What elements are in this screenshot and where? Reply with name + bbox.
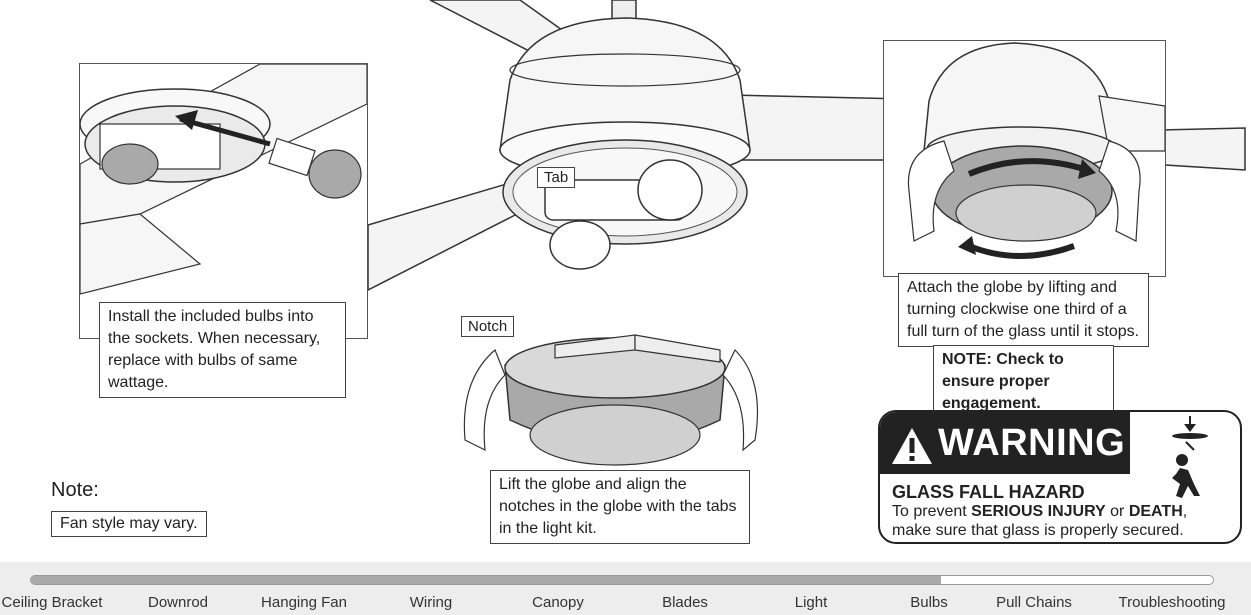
progress-track [30,575,1214,585]
warning-header: WARNING [880,412,1130,474]
progress-nav: Ceiling Bracket Downrod Hanging Fan Wiring C… [0,562,1251,615]
nav-step-hanging-fan[interactable]: Hanging Fan [261,594,347,611]
engagement-note: NOTE: Check to ensure proper engagement. [933,345,1114,419]
nav-step-blades[interactable]: Blades [662,594,708,611]
warning-death: DEATH [1128,503,1183,520]
warning-hazard: GLASS FALL HAZARD [892,482,1085,502]
bulbs-caption: Install the included bulbs into the sock… [99,302,346,398]
warning-suffix: , make sure that glass is properly secur… [892,503,1188,539]
globe-alignment-illustration [463,334,759,466]
tab-label: Tab [537,167,576,188]
nav-step-light[interactable]: Light [794,594,828,611]
nav-step-pull-chains[interactable]: Pull Chains [996,594,1072,611]
notch-label: Notch [461,316,515,337]
note-heading: Note: [51,479,99,501]
globe-caption: Lift the globe and align the notches in … [490,470,750,544]
attach-caption: Attach the globe by lifting and turning … [898,273,1149,347]
nav-step-canopy[interactable]: Canopy [532,594,584,611]
falling-person-icon [1172,416,1208,498]
bulb-install-inset [79,63,368,339]
warning-text: To prevent SERIOUS INJURY or DEATH, make… [892,502,1222,540]
nav-step-wiring[interactable]: Wiring [409,594,453,611]
attach-globe-inset [883,40,1166,277]
warning-or: or [1105,503,1129,520]
warning-injury: SERIOUS INJURY [971,503,1106,520]
nav-step-troubleshooting[interactable]: Troubleshooting [1118,594,1226,611]
warning-prefix: To prevent [892,503,972,520]
warning-box: WARNING GLASS FALL HAZARD To prevent SER… [878,410,1242,544]
note-text: Fan style may vary. [51,511,207,537]
warning-triangle-icon [892,428,932,464]
nav-step-downrod[interactable]: Downrod [147,594,209,611]
nav-step-ceiling-bracket[interactable]: Ceiling Bracket [1,594,103,611]
progress-fill [31,576,942,584]
fan-illustration [367,0,1246,292]
warning-title: WARNING [938,422,1126,464]
nav-step-bulbs[interactable]: Bulbs [910,594,948,611]
